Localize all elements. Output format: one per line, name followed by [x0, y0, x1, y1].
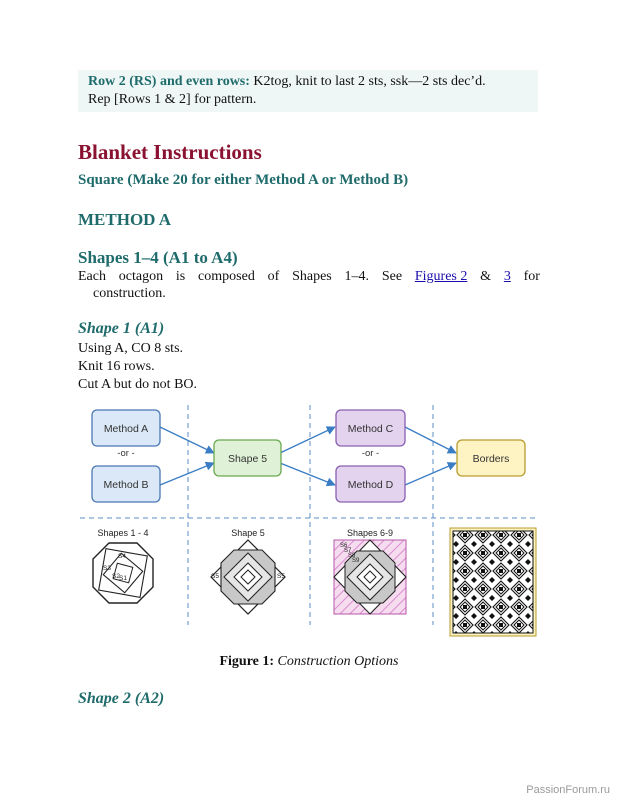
s5-label: S5 — [211, 573, 219, 580]
construction-diagram: Method A -or - Method B Shape 5 Method C… — [80, 405, 538, 637]
s8-label: S8 — [348, 553, 356, 559]
callout-row-label: Row 2 (RS) and even rows: — [88, 74, 250, 89]
arrow — [159, 426, 215, 454]
shape-1-line: Knit 16 rows. — [78, 359, 155, 374]
shape-1-line: Using A, CO 8 sts. — [78, 341, 184, 356]
arrow — [279, 426, 336, 454]
shapes-1-4-heading: Shapes 1–4 (A1 to A4) — [78, 248, 238, 267]
method-a-heading: METHOD A — [78, 210, 172, 229]
panel-1-title: Shapes 1 - 4 — [97, 528, 148, 538]
octagon-diagram: S4 S3 S2 S1 — [92, 542, 154, 604]
s7-label: S7 — [344, 548, 352, 554]
word: octagon — [118, 269, 164, 284]
callout-row-2: Row 2 (RS) and even rows: K2tog, knit to… — [88, 73, 486, 90]
s4-label: S4 — [118, 553, 126, 560]
figures-2-link[interactable]: Figures 2 — [414, 269, 468, 284]
word: See — [381, 269, 403, 284]
word: & — [480, 269, 492, 284]
s1-label: S1 — [119, 575, 127, 582]
word: for — [523, 269, 540, 284]
shape-5-box: Shape 5 — [213, 439, 282, 477]
s6-label: S6 — [340, 543, 348, 549]
s5-label: S5 — [277, 573, 285, 580]
or-label: -or - — [362, 448, 379, 459]
figure-3-link[interactable]: 3 — [503, 269, 511, 284]
pattern-callout-box — [78, 70, 538, 112]
method-a-box: Method A — [91, 409, 161, 447]
word: Shapes — [292, 269, 332, 284]
method-c-label: Method C — [348, 423, 394, 435]
arrow — [159, 461, 215, 486]
s3-label: S3 — [103, 565, 111, 572]
method-d-label: Method D — [348, 479, 394, 491]
shape-6-9-diagram: S6 S7 S8 S9 — [333, 539, 407, 615]
arrow — [404, 426, 457, 454]
arrow — [279, 462, 336, 487]
shape-5-label: Shape 5 — [228, 453, 267, 465]
callout-row-text: K2tog, knit to last 2 sts, ssk—2 sts dec… — [249, 74, 486, 89]
square-heading: Square (Make 20 for either Method A or M… — [78, 172, 409, 188]
shapes-paragraph: Each octagon is composed of Shapes 1–4. … — [78, 268, 540, 302]
caption-text: Construction Options — [277, 654, 399, 669]
method-b-box: Method B — [91, 465, 161, 503]
word: 1–4. — [344, 269, 370, 284]
s9-label: S9 — [352, 558, 360, 564]
shape-1-line: Cut A but do not BO. — [78, 377, 198, 392]
shape-1-heading: Shape 1 (A1) — [78, 320, 165, 337]
page-title: Blanket Instructions — [78, 140, 262, 164]
or-label: -or - — [117, 448, 134, 459]
word: composed — [198, 269, 255, 284]
blanket-diagram — [449, 527, 537, 637]
shape-5-diagram: S5 S5 — [210, 539, 286, 615]
panel-2-title: Shape 5 — [231, 528, 265, 538]
method-a-label: Method A — [104, 423, 148, 435]
callout-repeat: Rep [Rows 1 & 2] for pattern. — [88, 92, 257, 107]
word: is — [175, 269, 186, 284]
figure-caption: Figure 1: Construction Options — [0, 654, 618, 670]
paragraph-line-2: construction. — [93, 286, 166, 301]
caption-label: Figure 1: — [219, 654, 275, 669]
method-c-box: Method C — [335, 409, 406, 447]
watermark: PassionForum.ru — [526, 784, 610, 796]
borders-box: Borders — [456, 439, 526, 477]
method-d-box: Method D — [335, 465, 406, 503]
word: Each — [78, 269, 106, 284]
borders-label: Borders — [473, 453, 510, 465]
s2-label: S2 — [112, 573, 120, 580]
shape-2-heading: Shape 2 (A2) — [78, 690, 165, 707]
arrow — [404, 462, 457, 486]
panel-3-title: Shapes 6-9 — [347, 528, 393, 538]
method-b-label: Method B — [104, 479, 149, 491]
word: of — [267, 269, 280, 284]
